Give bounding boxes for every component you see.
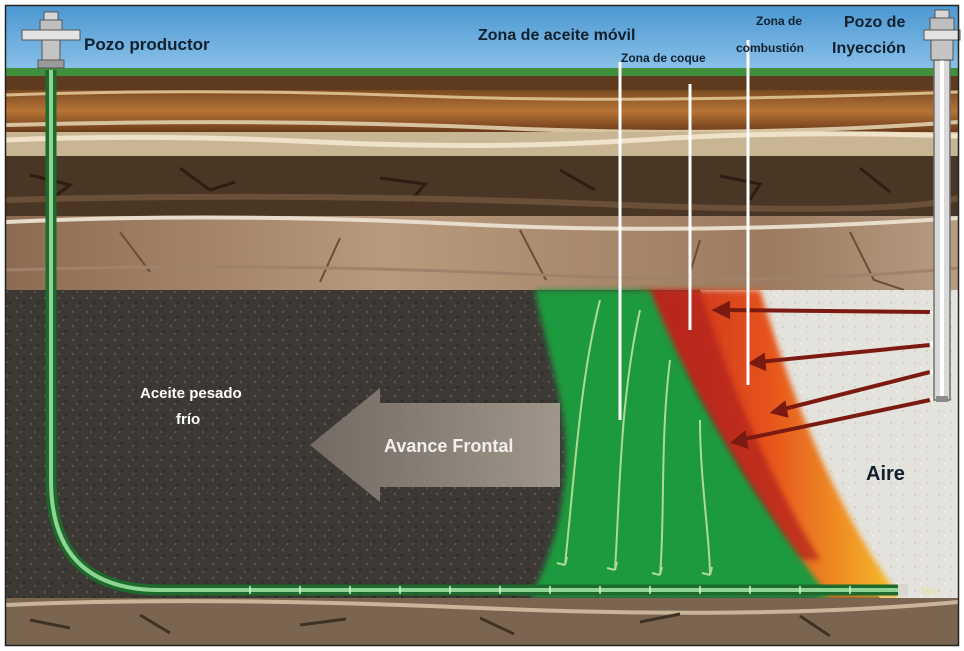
ground-surface	[6, 68, 958, 76]
zone-indicator-lines	[618, 40, 750, 420]
sky	[6, 6, 958, 72]
injection-well	[933, 59, 951, 402]
combustion-zone-label-line1: Zona de	[756, 14, 802, 28]
base-rock-layer	[5, 598, 959, 645]
coke-zone	[650, 292, 820, 560]
oil-flow-lines	[556, 299, 713, 576]
mobile-oil-zone	[530, 290, 830, 598]
rock-strata	[5, 76, 959, 292]
injection-well-label-line2: Inyección	[832, 40, 906, 57]
production-well-label: Pozo productor	[84, 35, 210, 54]
production-wellhead-icon	[21, 11, 81, 69]
air-label: Aire	[866, 463, 905, 485]
mobile-oil-zone-label: Zona de aceite móvil	[478, 27, 635, 44]
frontal-advance-arrow	[310, 388, 560, 502]
combustion-zone-label-line2: combustión	[736, 41, 804, 55]
cold-heavy-oil-label-line1: Aceite pesado	[140, 385, 242, 402]
production-well	[45, 70, 908, 596]
coke-zone-label: Zona de coque	[621, 51, 706, 65]
air-injection-arrows	[711, 300, 931, 449]
frontal-advance-label: Avance Frontal	[384, 436, 513, 456]
cold-heavy-oil-label-line2: frío	[176, 411, 200, 428]
toe-label: Toe	[920, 586, 937, 597]
frame-border	[4, 4, 960, 647]
injection-well-label-line1: Pozo de	[844, 14, 905, 31]
injection-wellhead-icon	[923, 9, 961, 61]
